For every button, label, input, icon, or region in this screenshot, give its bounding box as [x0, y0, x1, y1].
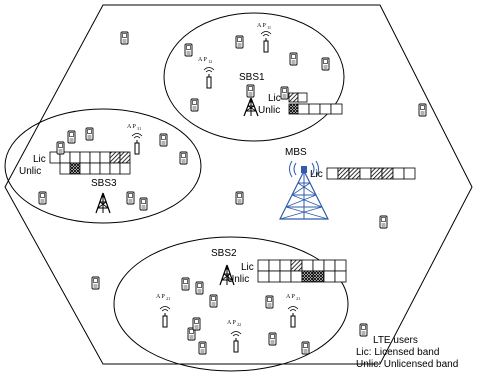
phone-icon [38, 191, 47, 205]
mbs-licensed-band [326, 167, 416, 180]
access-point-icon [131, 133, 143, 155]
phone-icon [85, 127, 94, 141]
sbs2-licensed-band [257, 259, 347, 272]
mbs-tower-icon [279, 160, 329, 220]
phone-icon [67, 130, 76, 144]
phone-icon [120, 31, 129, 45]
phone-icon [56, 141, 65, 155]
sbs3-coverage [4, 108, 202, 224]
sbs3-unlic-label: Unlic [19, 166, 41, 177]
ap21-right-label: A P 21 [286, 294, 300, 301]
phone-icon [195, 281, 204, 295]
phone-icon [235, 191, 244, 205]
phone-icon [265, 295, 274, 309]
phone-icon [181, 277, 190, 291]
phone-icon [190, 98, 199, 112]
sbs1-unlic-label: Unlic [258, 105, 280, 116]
macro-cell-boundary [4, 4, 473, 365]
sbs2-coverage [113, 236, 349, 372]
phone-icon [268, 332, 277, 346]
ap31-label: A P 31 [127, 124, 141, 131]
mbs-label: MBS [285, 147, 307, 158]
sbs2-tower-icon [219, 264, 235, 286]
phone-icon [359, 323, 368, 337]
legend-unlicensed: Unlic: Unlicensed band [356, 359, 458, 370]
sbs2-unlicensed-band [257, 270, 347, 283]
phone-icon [209, 294, 218, 308]
sbs1-tower-icon [243, 97, 259, 117]
ap12-label: A P 12 [198, 57, 212, 64]
phone-icon [126, 191, 135, 205]
sbs1-licensed-band [288, 92, 308, 103]
sbs1-label: SBS1 [239, 72, 265, 83]
sbs3-licensed-band [49, 151, 131, 164]
phone-icon [301, 341, 310, 355]
access-point-icon [203, 67, 215, 89]
access-point-icon [159, 306, 171, 328]
sbs1-lic-label: Lic [268, 93, 281, 104]
ap22-label: A P 22 [227, 320, 241, 327]
phone-icon [379, 215, 388, 229]
phone-icon [187, 327, 196, 341]
access-point-icon [260, 31, 272, 53]
access-point-icon [287, 306, 299, 328]
phone-icon [280, 86, 289, 100]
sbs3-label: SBS3 [91, 178, 117, 189]
legend-licensed: Lic: Licensed band [356, 347, 439, 358]
phone-icon [91, 276, 100, 290]
sbs1-unlicensed-band [288, 103, 343, 115]
phone-icon [184, 43, 193, 57]
phone-icon [159, 133, 168, 147]
phone-icon [192, 317, 201, 331]
sbs3-lic-label: Lic [33, 154, 46, 165]
sbs3-tower-icon [95, 192, 111, 214]
phone-icon [321, 57, 330, 71]
phone-icon [179, 151, 188, 165]
phone-icon [139, 197, 148, 211]
ap21-left-label: A P 21 [156, 294, 170, 301]
ap11-label: A P 11 [257, 23, 271, 30]
sbs2-unlic-label: Unlic [227, 274, 249, 285]
mbs-lic-label: Lic [310, 169, 323, 180]
sbs2-lic-label: Lic [241, 262, 254, 273]
access-point-icon [230, 331, 242, 353]
legend-users: LTE users [373, 335, 418, 346]
sbs1-coverage [163, 12, 345, 142]
phone-icon [198, 341, 207, 355]
phone-icon [246, 84, 255, 98]
phone-icon [289, 52, 298, 66]
sbs3-unlicensed-band [59, 162, 131, 175]
phone-icon [418, 103, 427, 117]
phone-icon [235, 35, 244, 49]
sbs2-label: SBS2 [211, 248, 237, 259]
